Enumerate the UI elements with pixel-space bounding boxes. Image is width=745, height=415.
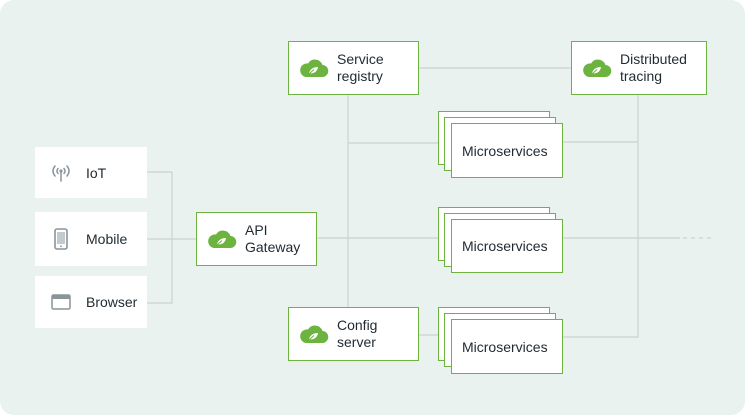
service-registry-box: Service registry: [288, 41, 419, 95]
connector-iot: [147, 171, 173, 304]
microservices-stack-middle: Microservices: [438, 207, 563, 273]
api-gateway-box: API Gateway: [196, 212, 317, 266]
config-server-label: Config server: [337, 317, 377, 351]
config-server-box: Config server: [288, 307, 419, 361]
label-line-1: Config: [337, 317, 378, 333]
label-line-1: Service: [337, 51, 384, 67]
label-line-2: registry: [337, 68, 383, 84]
microservices-box: Microservices: [451, 219, 563, 273]
microservices-label: Microservices: [462, 142, 548, 159]
microservices-stack-top: Microservices: [438, 111, 563, 178]
client-mobile: Mobile: [35, 212, 147, 266]
api-gateway-label: API Gateway: [245, 222, 300, 256]
spring-cloud-icon: [300, 59, 329, 78]
label-line-2: Gateway: [245, 239, 301, 255]
microservices-label: Microservices: [462, 338, 548, 355]
service-registry-label: Service registry: [337, 51, 384, 85]
browser-window-icon: [48, 289, 74, 315]
mobile-phone-icon: [48, 226, 74, 252]
label-line-1: API: [245, 222, 268, 238]
client-label: Browser: [86, 294, 138, 310]
label-line-1: Distributed: [620, 51, 687, 67]
microservices-label: Microservices: [462, 238, 548, 254]
microservices-box: Microservices: [451, 319, 563, 374]
antenna-icon: [48, 160, 74, 186]
spring-cloud-icon: [208, 230, 237, 249]
microservices-box: Microservices: [451, 123, 563, 178]
distributed-tracing-box: Distributed tracing: [571, 41, 707, 95]
connector-tracing-vertical: [563, 95, 639, 338]
spring-cloud-icon: [300, 325, 329, 344]
client-iot: IoT: [35, 147, 147, 198]
distributed-tracing-label: Distributed tracing: [620, 51, 687, 85]
label-line-2: server: [337, 334, 376, 350]
client-label: IoT: [86, 164, 107, 181]
label-line-2: tracing: [620, 68, 663, 84]
client-label: Mobile: [86, 231, 128, 247]
microservices-stack-bottom: Microservices: [438, 307, 563, 374]
spring-cloud-icon: [583, 59, 612, 78]
client-browser: Browser: [35, 276, 147, 328]
